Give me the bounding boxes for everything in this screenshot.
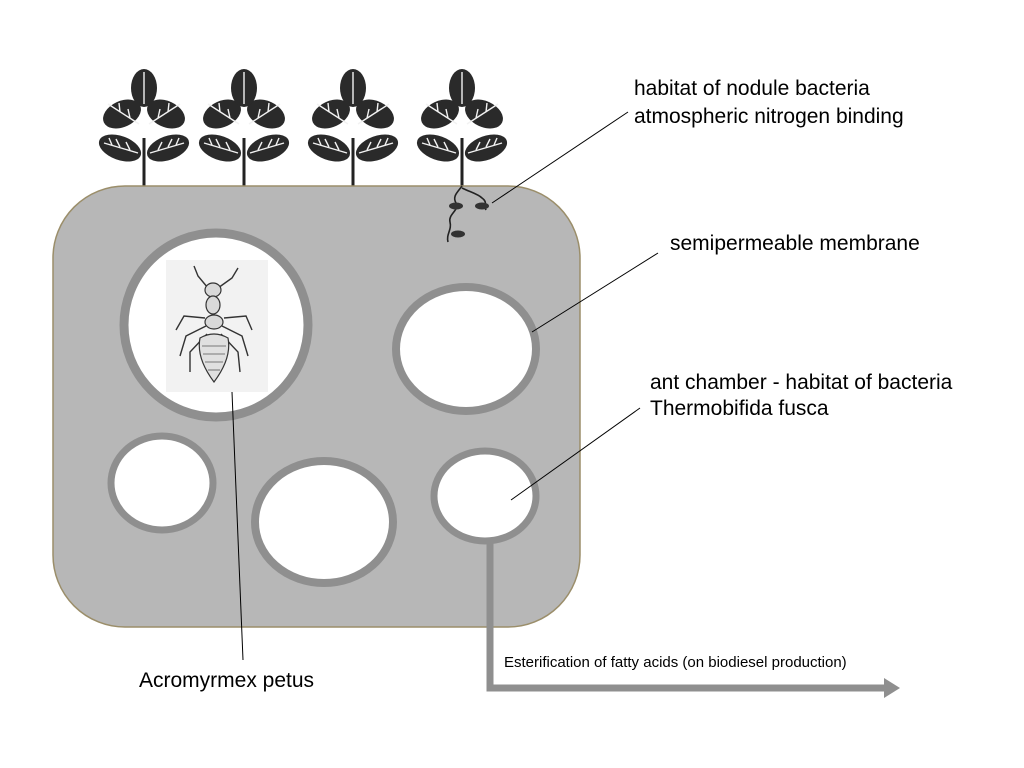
chamber-membrane	[392, 283, 540, 415]
chamber-middle	[251, 457, 397, 587]
plant-icon-3	[302, 67, 404, 188]
esterification-arrow	[486, 541, 900, 698]
chamber-small-left	[107, 432, 217, 534]
membrane-label: semipermeable membrane	[670, 232, 920, 255]
esterification-label: Esterification of fatty acids (on biodie…	[504, 654, 847, 671]
ant-species-label: Acromyrmex petus	[139, 669, 314, 692]
nodule-label-line2: atmospheric nitrogen binding	[634, 105, 904, 128]
plant-icon-1	[93, 67, 195, 188]
chamber-label-line2: Thermobifida fusca	[650, 397, 829, 420]
plant-icon-2	[193, 67, 295, 188]
plant-icon-4	[411, 67, 513, 188]
root-nodule-icon	[446, 185, 489, 243]
chamber-label-line1: ant chamber - habitat of bacteria	[650, 371, 953, 394]
ant-icon	[166, 260, 268, 392]
chamber-bacteria	[430, 447, 540, 545]
nodule-label-line1: habitat of nodule bacteria	[634, 77, 870, 100]
leader-lines	[231, 111, 659, 661]
